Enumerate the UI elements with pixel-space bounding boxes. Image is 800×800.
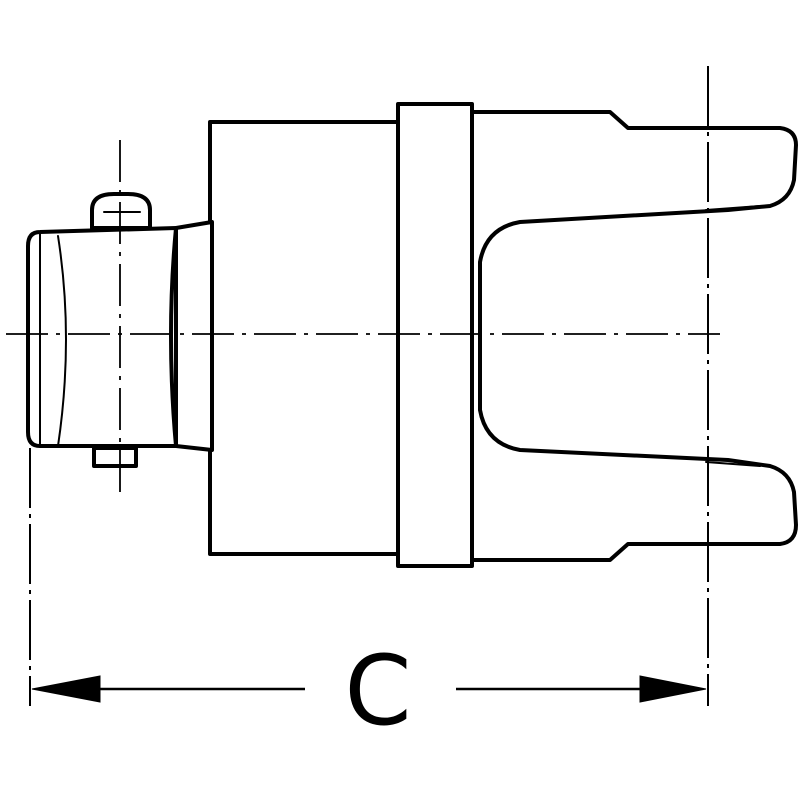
dimension-arrow-left [31,675,101,703]
hub-neck [174,220,214,452]
collar-ring [396,102,474,568]
yoke-lower-ear-line [705,461,761,467]
dimension-c: C [29,66,709,747]
locking-pin [90,192,152,468]
yoke-upper-ear-line [705,205,761,211]
dimension-label: C [344,635,411,747]
body-outline [208,120,400,556]
yoke-fork [468,110,798,562]
hub-sleeve-curve [57,235,67,447]
center-lines [6,140,720,496]
dimension-arrow-right [639,675,707,703]
hub-sleeve [26,220,214,452]
pin-shank-bottom [92,446,138,468]
yoke-outline [468,110,798,562]
hub-sleeve-body [26,226,178,448]
main-body [208,102,474,568]
